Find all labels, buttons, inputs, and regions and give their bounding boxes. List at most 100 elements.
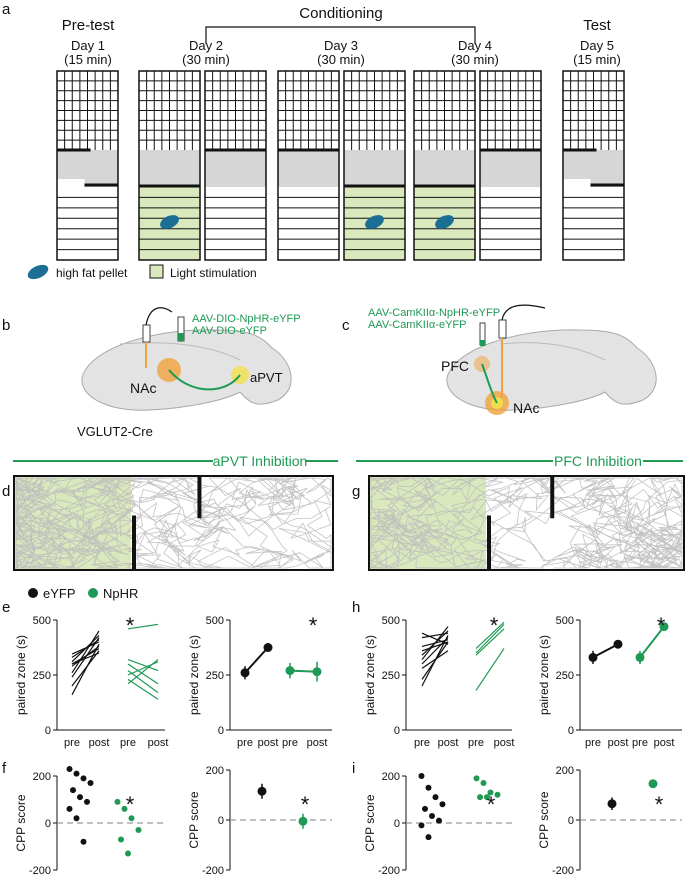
fiber-cannula-b	[142, 324, 151, 343]
mean-point	[635, 652, 645, 662]
data-point	[480, 780, 487, 787]
virus-c-1: AAV-CamKIIα-NpHR-eYFP	[368, 307, 500, 319]
chamber-stripe-zone	[205, 187, 266, 260]
y-tick-label: 0	[394, 818, 400, 830]
subject-line	[127, 663, 159, 685]
brain-diagram-c: AAV-CamKIIα-NpHR-eYFP AAV-CamKIIα-eYFP P…	[368, 304, 657, 416]
data-point	[114, 798, 121, 805]
section-title-pfc: PFC Inhibition	[554, 453, 642, 469]
arena-border	[368, 475, 685, 571]
chamber-border	[343, 70, 406, 261]
x-tick-label: post	[438, 737, 459, 749]
y-tick-label: -200	[552, 865, 574, 875]
x-tick-label: pre	[64, 737, 80, 749]
y-tick-label: 0	[45, 725, 51, 737]
day-label-1: Day 1	[71, 38, 105, 53]
legend-light: Light stimulation	[170, 266, 257, 280]
data-point	[439, 801, 446, 808]
chamber-border	[479, 70, 542, 261]
y-tick-label: 0	[568, 725, 574, 737]
chamber-day5	[562, 70, 625, 261]
data-point	[473, 775, 480, 782]
y-tick-label: 250	[33, 670, 51, 682]
region-nac-c: NAc	[513, 400, 539, 416]
significance-star: *	[657, 613, 666, 638]
chamber-border	[204, 70, 267, 261]
data-point	[494, 791, 501, 798]
virus-c-2: AAV-CamKIIα-eYFP	[368, 319, 466, 331]
chamber-border	[562, 70, 625, 261]
data-point	[73, 815, 80, 822]
x-tick-label: pre	[585, 737, 601, 749]
virus-b-2: AAV-DIO-eYFP	[192, 325, 267, 337]
day-duration-2: (30 min)	[182, 52, 230, 67]
data-point	[121, 805, 128, 812]
significance-star: *	[655, 792, 664, 817]
subject-line	[421, 632, 449, 639]
day-duration-4: (30 min)	[451, 52, 499, 67]
mean-point	[298, 816, 308, 826]
pellet-icon	[365, 215, 384, 229]
chamber-stripe-zone	[57, 187, 118, 260]
mouse-line-b: VGLUT2-Cre	[77, 424, 153, 439]
subject-line	[421, 650, 449, 669]
data-point	[436, 817, 442, 824]
region-pfc-c: PFC	[441, 358, 469, 374]
chamber-neutral-zone	[139, 150, 200, 187]
legend-eyfp-marker	[28, 588, 38, 598]
subject-line	[127, 670, 159, 694]
y-tick-label: 500	[206, 615, 224, 627]
subject-line	[127, 678, 159, 700]
y-tick-label: 200	[556, 765, 574, 777]
significance-star: *	[301, 792, 310, 817]
data-point	[66, 765, 73, 772]
x-tick-label: pre	[468, 737, 484, 749]
y-tick-label: 200	[382, 771, 400, 783]
x-tick-label: post	[608, 737, 629, 749]
projection-b	[168, 369, 241, 391]
arena-trace-g	[368, 475, 685, 571]
panel-label-g: g	[352, 483, 360, 500]
subject-line	[421, 641, 449, 680]
panel-label-d: d	[2, 483, 10, 500]
y-tick-label: 500	[382, 615, 400, 627]
chamber-stripe-zone	[278, 187, 339, 260]
significance-star: *	[126, 613, 135, 638]
y-tick-label: 200	[206, 765, 224, 777]
day-label-5: Day 5	[580, 38, 614, 53]
subject-line	[475, 648, 505, 691]
chamber-day2-a	[138, 70, 201, 261]
subject-line	[421, 632, 449, 645]
data-point	[84, 798, 90, 805]
data-point	[87, 780, 94, 787]
significance-star: *	[487, 792, 496, 817]
legend-pellet: high fat pellet	[56, 266, 128, 280]
y-tick-label: 200	[33, 771, 51, 783]
panel-label-f: f	[2, 760, 7, 777]
day-duration-3: (30 min)	[317, 52, 365, 67]
data-point	[418, 773, 425, 779]
data-point	[418, 822, 425, 829]
pretest-title: Pre-test	[62, 17, 115, 34]
x-tick-label: pre	[237, 737, 253, 749]
chamber-day3-b	[343, 70, 406, 261]
data-point	[429, 812, 435, 819]
subject-line	[127, 623, 159, 630]
arena-border	[13, 475, 334, 571]
y-axis-label: paired zone (s)	[537, 635, 551, 715]
test-title: Test	[583, 17, 611, 34]
subject-line	[127, 659, 159, 685]
day-labels: Day 1(15 min)Day 2(30 min)Day 3(30 min)D…	[64, 38, 621, 67]
y-tick-label: 500	[33, 615, 51, 627]
day-label-2: Day 2	[189, 38, 223, 53]
chamber-border	[56, 70, 119, 261]
x-tick-label: post	[654, 737, 675, 749]
panel-label-i: i	[352, 760, 355, 777]
y-axis-label: CPP score	[363, 794, 377, 851]
significance-star: *	[490, 613, 499, 638]
